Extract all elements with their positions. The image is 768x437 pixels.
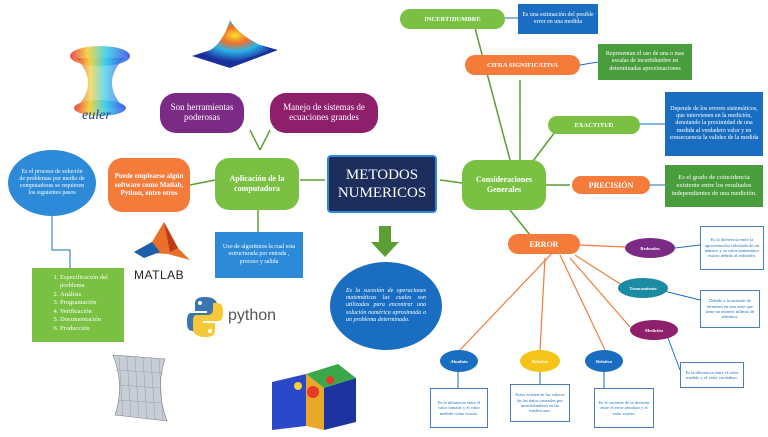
precision-node: PRECISIÓN [572, 176, 650, 194]
python-logo: python [185, 295, 280, 343]
absoluto-node: Absoluto [440, 350, 478, 372]
cifra-text: CIFRA SIGNIFICATIVA [486, 61, 559, 69]
relativo2-desc-box: Es el cociente de la división entre el e… [594, 388, 654, 428]
incertidumbre-desc-box: Es una estimación del posible error en u… [518, 4, 598, 34]
truncamiento-text: Truncamiento [629, 285, 657, 291]
steps-box: Especificación del problema Análisis Pro… [32, 268, 124, 342]
incertidumbre-node: INCERTIDUMBRE [400, 9, 505, 29]
relativo2-node: Relativo [585, 350, 623, 372]
application-text: Aplicación de la computadora [229, 174, 285, 193]
matlab-label: MATLAB [134, 268, 185, 282]
mesh-plate-graphic [105, 345, 183, 423]
step-item: Verificación [60, 308, 120, 316]
fem-block-graphic [268, 352, 360, 432]
medicion-node: Medición [630, 320, 678, 340]
absoluto-text: Absoluto [450, 358, 468, 364]
redondeo-desc-box: Es la diferencia entre la aproximación c… [700, 226, 764, 270]
central-title-box: METODOS NUMERICOS [327, 155, 437, 213]
application-node: Aplicación de la computadora [215, 158, 299, 210]
steps-list: Especificación del problema Análisis Pro… [40, 274, 120, 333]
relativo2-desc: Es el cociente de la división entre el e… [598, 399, 650, 416]
relativo-node: Relativo [520, 350, 560, 372]
medicion-text: Medición [645, 327, 663, 333]
general-text: Consideraciones Generales [476, 175, 532, 194]
incertidumbre-text: INCERTIDUMBRE [424, 15, 481, 23]
redondeo-node: Redondeo [625, 238, 675, 258]
precision-desc: Es el grado de coincidencia existente en… [671, 174, 757, 197]
cifra-desc: Representan el uso de una o mas escalas … [605, 51, 685, 72]
cifra-node: CIFRA SIGNIFICATIVA [465, 55, 580, 75]
relativo-text: Relativo [532, 358, 548, 364]
tools-text: Son herramientas poderosas [170, 102, 234, 122]
medicion-desc: Es la diferencia entre el valor medido y… [685, 369, 739, 380]
algorithm-box: Uso de algoritmos la cual esta estructur… [215, 232, 303, 278]
step-item: Especificación del problema [60, 274, 120, 291]
precision-text: PRECISIÓN [588, 180, 634, 190]
error-text: ERROR [529, 239, 559, 249]
redondeo-text: Redondeo [640, 245, 660, 251]
down-arrow-icon [370, 226, 400, 258]
error-node: ERROR [508, 234, 580, 254]
euler-graphic: euler [62, 38, 138, 130]
systems-text: Manejo de sistemas de ecuaciones grandes [283, 102, 365, 122]
exactitud-desc-box: Depende de los errores sistemáticos, que… [665, 92, 763, 156]
relativo2-text: Relativo [596, 358, 612, 364]
step-item: Programación [60, 299, 120, 307]
step-item: Documentación [60, 316, 120, 324]
step-item: Análisis [60, 291, 120, 299]
truncamiento-node: Truncamiento [618, 278, 668, 298]
definition-text: Es la sucesión de operaciones matemática… [346, 288, 426, 323]
process-text: Es el proceso de solución de problemas p… [19, 168, 85, 197]
central-title: METODOS NUMERICOS [337, 167, 427, 201]
redondeo-desc: Es la diferencia entre la aproximación c… [704, 237, 760, 259]
surface-plot-graphic [190, 8, 280, 70]
algorithm-text: Uso de algoritmos la cual esta estructur… [222, 244, 296, 265]
step-item: Producción [60, 325, 120, 333]
matlab-logo: MATLAB [130, 218, 192, 288]
incertidumbre-desc: Es una estimación del posible error en u… [522, 11, 594, 25]
relativo-desc: Estos existen en las valores de los dato… [515, 392, 565, 414]
relativo-desc-box: Estos existen en las valores de los dato… [510, 384, 570, 422]
general-node: Consideraciones Generales [462, 160, 546, 210]
truncamiento-desc: Debido a la omisión de términos en una s… [705, 298, 755, 320]
languages-node: Puede emplearse algún software como Matl… [108, 158, 190, 212]
exactitud-node: EXACTITUD [548, 116, 640, 134]
exactitud-desc: Depende de los errores sistemáticos, que… [669, 106, 759, 141]
languages-text: Puede emplearse algún software como Matl… [114, 172, 184, 198]
definition-ellipse: Es la sucesión de operaciones matemática… [330, 262, 442, 350]
medicion-desc-box: Es la diferencia entre el valor medido y… [680, 362, 744, 388]
truncamiento-desc-box: Debido a la omisión de términos en una s… [700, 290, 760, 328]
euler-logo-text: euler [82, 108, 111, 123]
python-label: python [228, 307, 277, 324]
absoluto-desc: Es la diferencia entre el valor tomado y… [437, 399, 481, 416]
absoluto-desc-box: Es la diferencia entre el valor tomado y… [430, 388, 488, 428]
process-ellipse: Es el proceso de solución de problemas p… [8, 150, 96, 216]
precision-desc-box: Es el grado de coincidencia existente en… [665, 165, 763, 207]
cifra-desc-box: Representan el uso de una o mas escalas … [598, 44, 692, 80]
exactitud-text: EXACTITUD [574, 121, 614, 129]
tools-node: Son herramientas poderosas [160, 93, 244, 133]
systems-node: Manejo de sistemas de ecuaciones grandes [270, 93, 378, 133]
